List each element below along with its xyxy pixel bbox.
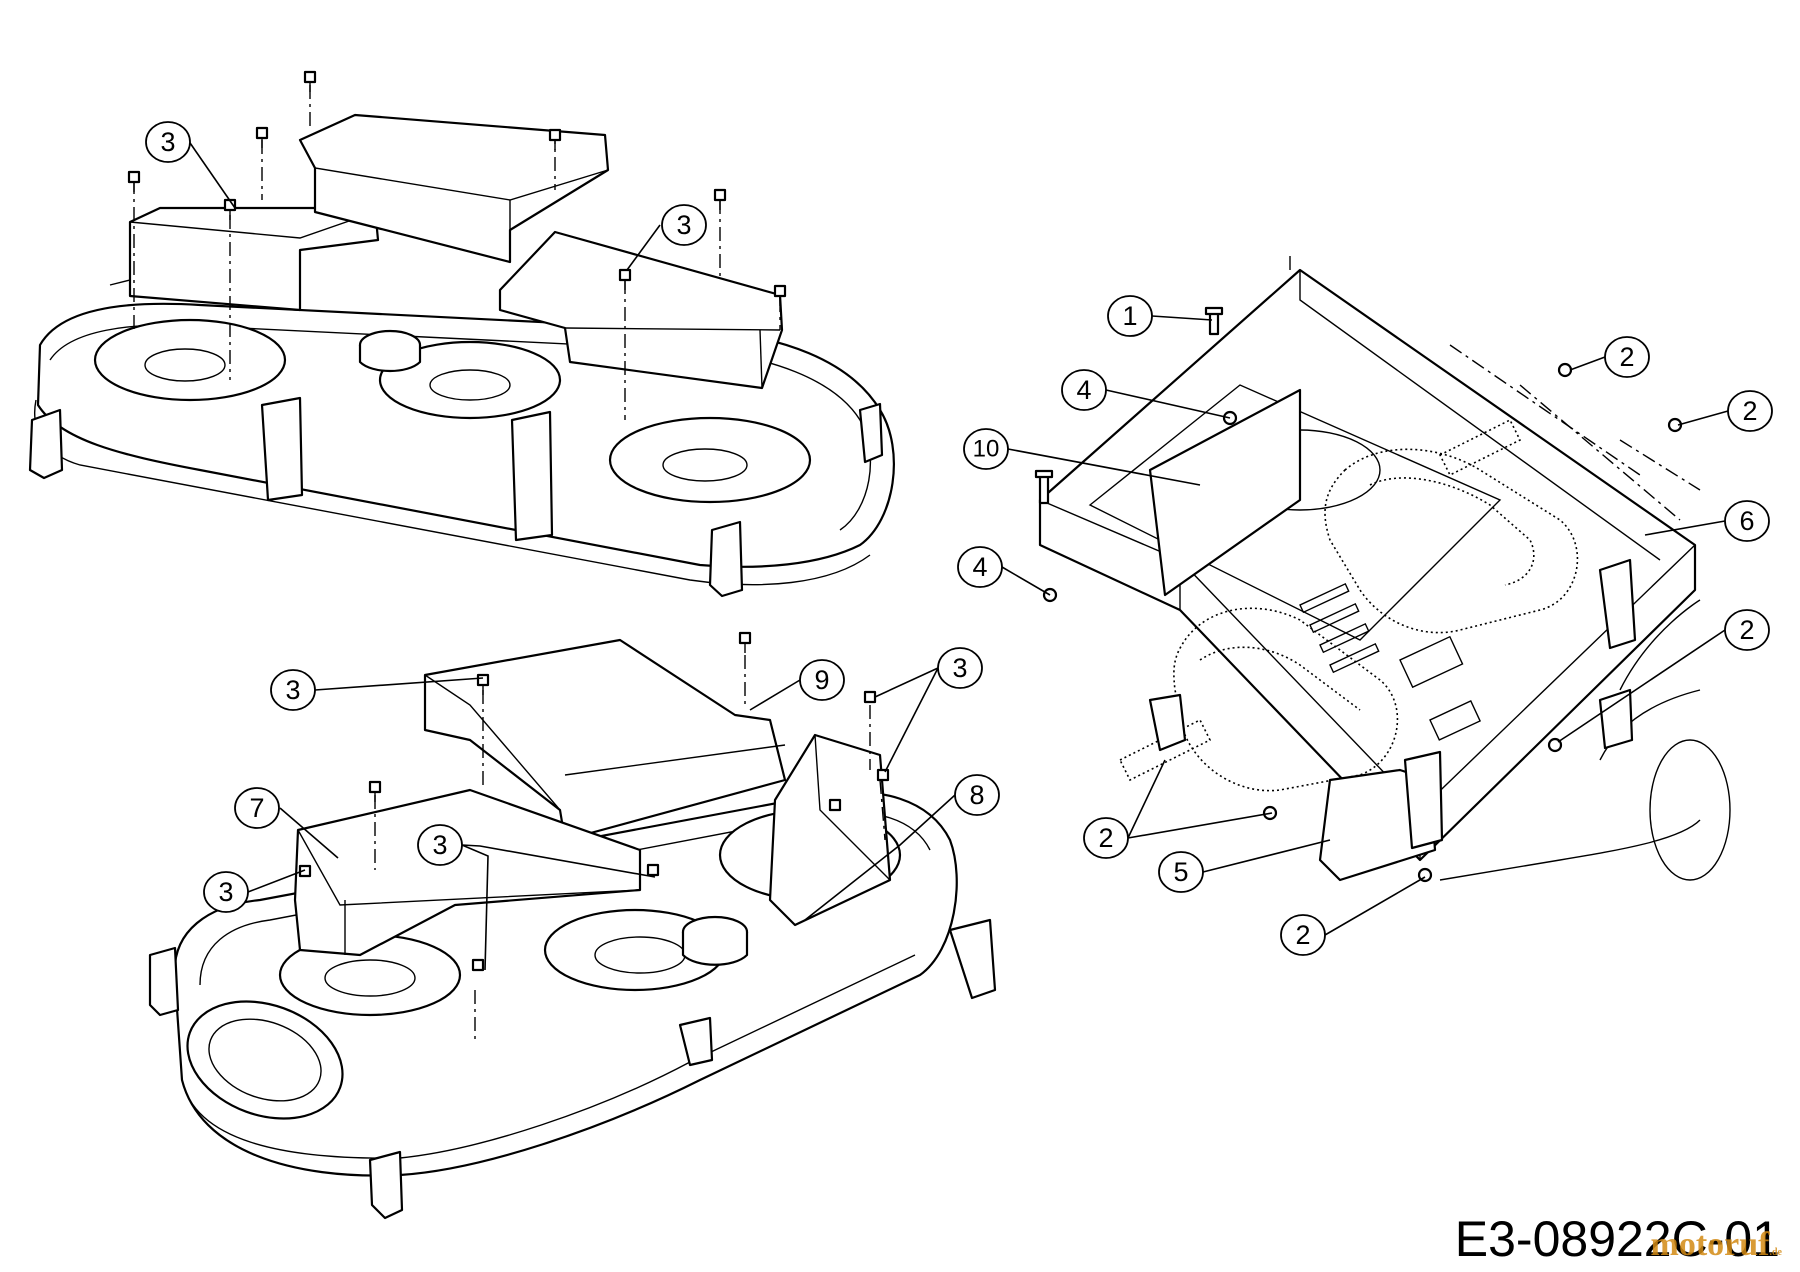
callout-bubble: 10	[963, 428, 1009, 470]
callout-bubble: 4	[957, 546, 1003, 588]
callout-label: 2	[1098, 823, 1113, 853]
callout-label: 3	[160, 127, 175, 157]
callout-label: 4	[972, 552, 987, 582]
callout-bubble: 2	[1724, 609, 1770, 651]
screw-icon	[471, 958, 485, 972]
frame-transmission-assembly	[1034, 255, 1731, 883]
callout-bubble: 2	[1280, 914, 1326, 956]
callout-label: 6	[1739, 506, 1754, 536]
screw-icon	[127, 170, 141, 192]
callout-label: 3	[952, 653, 967, 683]
callout-label: 10	[973, 436, 1000, 463]
screw-icon	[828, 798, 842, 812]
callout-bubble: 3	[661, 204, 707, 246]
watermark-text: motoruf	[1650, 1226, 1770, 1263]
callout-bubble: 6	[1724, 500, 1770, 542]
callout-bubble: 4	[1061, 369, 1107, 411]
screw-icon	[646, 863, 660, 877]
screw-icon	[303, 70, 317, 92]
callout-label: 7	[249, 793, 264, 823]
callout-bubble: 3	[417, 824, 463, 866]
drawing-code: E3-08922C-01	[1454, 1211, 1780, 1267]
callout-label: 5	[1173, 857, 1188, 887]
screw-icon	[298, 864, 312, 878]
callout-label: 8	[969, 780, 984, 810]
callout-bubble: 1	[1107, 295, 1153, 337]
callout-bubble: 2	[1727, 390, 1773, 432]
screw-icon	[773, 284, 787, 306]
callout-label: 2	[1295, 920, 1310, 950]
nut-icon	[1557, 362, 1573, 378]
mower-deck-lower-view	[148, 631, 997, 1220]
callout-label: 2	[1742, 396, 1757, 426]
callout-bubble: 8	[954, 774, 1000, 816]
screw-icon	[476, 673, 490, 695]
callout-label: 3	[432, 830, 447, 860]
nut-icon	[1667, 417, 1683, 433]
screw-icon	[255, 126, 269, 148]
watermark-logo: motoruf.de	[1651, 1226, 1782, 1264]
leader-lines	[187, 139, 1729, 971]
bolt-icon	[1034, 469, 1054, 505]
callout-bubble: 3	[145, 121, 191, 163]
screw-icon	[876, 768, 890, 782]
callout-label: 1	[1122, 301, 1137, 331]
bolt-icon	[1204, 306, 1224, 336]
screw-icon	[368, 780, 382, 802]
callout-bubble: 3	[203, 871, 249, 913]
callout-label: 3	[285, 675, 300, 705]
screw-icon	[738, 631, 752, 653]
callout-bubble: 5	[1158, 851, 1204, 893]
screw-icon	[863, 690, 877, 704]
callout-bubble: 2	[1604, 336, 1650, 378]
callout-bubble: 3	[937, 647, 983, 689]
screw-icon	[713, 188, 727, 210]
screw-icon	[618, 268, 632, 290]
callout-bubble: 2	[1083, 817, 1129, 859]
callout-label: 4	[1076, 375, 1091, 405]
callout-bubble: 9	[799, 659, 845, 701]
screw-icon	[548, 128, 562, 150]
callout-bubble: 3	[270, 669, 316, 711]
vent-slots	[1299, 582, 1482, 741]
callout-label: 3	[676, 210, 691, 240]
callout-label: 3	[218, 877, 233, 907]
callout-label: 2	[1619, 342, 1634, 372]
mower-deck-upper-view	[28, 70, 895, 598]
callout-label: 9	[814, 665, 829, 695]
callout-bubble: 7	[234, 787, 280, 829]
watermark-suffix: .de	[1769, 1247, 1783, 1258]
callout-label: 2	[1739, 615, 1754, 645]
